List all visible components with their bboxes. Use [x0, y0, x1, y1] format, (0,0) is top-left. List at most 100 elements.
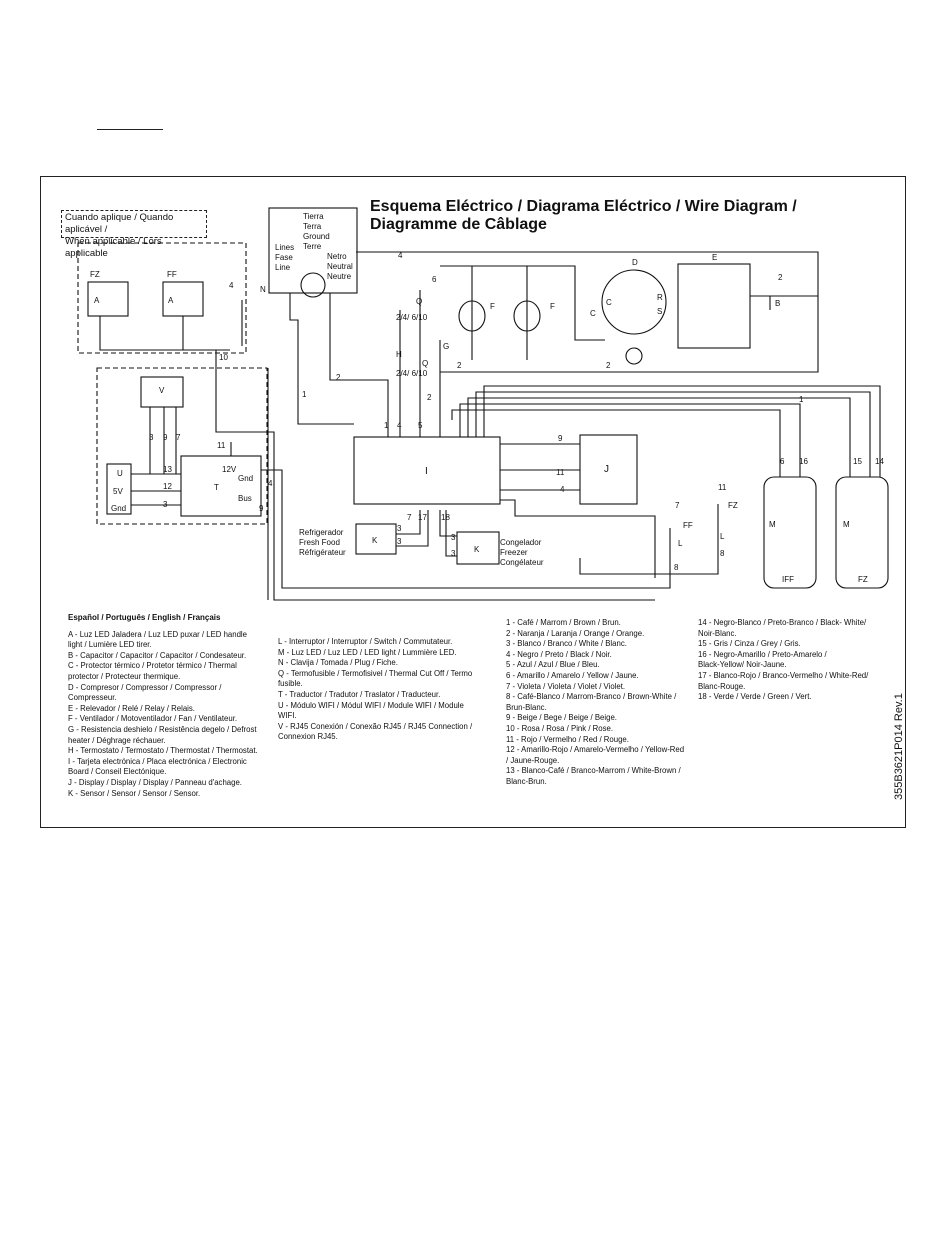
- wire-number: 18: [441, 513, 450, 522]
- legend-line: Blanc-Rouge.: [698, 681, 746, 691]
- legend-heading: Español / Português / English / Français: [68, 613, 221, 622]
- legend-line: M - Luz LED / Luz LED / LED light / Lumm…: [278, 647, 457, 657]
- label-12v: 12V: [222, 465, 237, 474]
- label-5v: 5V: [113, 487, 123, 496]
- legend-line: 1 - Café / Marrom / Brown / Brun.: [506, 618, 621, 627]
- label-switch-ff: FF: [683, 521, 693, 530]
- wifi-box: [106, 463, 132, 515]
- legend-line: fusible.: [278, 679, 303, 689]
- label-ground-4: Terre: [303, 242, 322, 251]
- wire-number: 1: [302, 390, 307, 399]
- wire-number: 3: [397, 537, 402, 546]
- label-iff: IFF: [782, 575, 794, 584]
- wire-number: 4: [398, 251, 403, 260]
- wire-number: 16: [799, 457, 808, 466]
- legend-line: Board / Conseil Electónique.: [68, 767, 167, 777]
- legend-line: 14 - Negro-Blanco / Preto-Branco / Black…: [698, 618, 867, 627]
- label-lines-3: Line: [275, 263, 291, 272]
- title-line-2: Diagramme de Câblage: [370, 216, 547, 233]
- legend-line: 6 - Amarillo / Amarelo / Yellow / Jaune.: [506, 670, 639, 680]
- legend-line: 18 - Verde / Verde / Green / Vert.: [698, 692, 812, 702]
- legend-col2: L - Interruptor / Interruptor / Switch /…: [278, 637, 472, 743]
- title-line-1: Esquema Eléctrico / Diagrama Eléctrico /…: [370, 198, 797, 215]
- legend-line: V - RJ45 Conexión / Conexão RJ45 / RJ45 …: [278, 721, 473, 731]
- wire-number: 8: [674, 563, 679, 572]
- legend-line: H - Termostato / Termostato / Thermostat…: [68, 746, 258, 756]
- label-switch-fz: FZ: [728, 501, 738, 510]
- legend-line: 9 - Beige / Bege / Beige / Beige.: [506, 713, 617, 723]
- label-neutral-3: Neutre: [327, 272, 352, 281]
- legend-line: G - Resistencia deshielo / Resistência d…: [68, 724, 257, 734]
- label-bus: Bus: [238, 494, 252, 503]
- legend-line: T - Traductor / Tradutor / Traslator / T…: [278, 689, 441, 699]
- legend-line: 5 - Azul / Azul / Blue / Bleu.: [506, 660, 600, 670]
- legend-line: C - Protector térmico / Protetor térmico…: [68, 661, 237, 671]
- wire-number: 3: [163, 500, 168, 509]
- legend-line: / Jaune-Rouge.: [506, 755, 560, 765]
- wire-number: 10: [219, 353, 228, 362]
- led-light-ff: [763, 476, 817, 589]
- legend-line: I - Tarjeta electrónica / Placa electrón…: [68, 756, 247, 766]
- legend-line: protector / Protecteur thermique.: [68, 671, 181, 681]
- legend-line: 15 - Gris / Cinza / Grey / Gris.: [698, 639, 801, 649]
- label-fan-f-1: F: [490, 302, 495, 311]
- legend-col3: 1 - Café / Marrom / Brown / Brun.2 - Nar…: [506, 618, 684, 788]
- legend-line: D - Compresor / Compressor / Compressor …: [68, 682, 222, 692]
- label-gnd-t: Gnd: [238, 474, 253, 483]
- wire-number: 13: [163, 465, 172, 474]
- legend-line: Blanc-Brun.: [506, 776, 547, 786]
- wire-number: 9: [558, 434, 563, 443]
- sensor-freezer: [456, 531, 500, 565]
- wire-number: 7: [176, 433, 181, 442]
- led-handle-fz: [87, 281, 129, 317]
- legend-line: F - Ventilador / Motoventilador / Fan / …: [68, 714, 238, 724]
- wire-number: 11: [217, 441, 226, 450]
- label-thermostat-h: H: [396, 350, 402, 359]
- legend-line: N - Clavija / Tomada / Plug / Fiche.: [278, 658, 398, 668]
- led-optional-area: [77, 242, 247, 354]
- label-ground-2: Terra: [303, 222, 322, 231]
- label-fz-top: FZ: [90, 270, 100, 279]
- wire-number: 9: [259, 504, 264, 513]
- label-led-a-2: A: [168, 296, 174, 305]
- legend-line: K - Sensor / Sensor / Sensor / Sensor.: [68, 788, 201, 798]
- label-wire-246-1: 2/4/ 6/10: [396, 313, 428, 322]
- wire-number: 2: [336, 373, 341, 382]
- legend-line: 16 - Negro-Amarillo / Preto-Amarelo /: [698, 649, 827, 659]
- label-neutral-2: Neutral: [327, 262, 353, 271]
- optional-note-line-2: When applicable / Lors applicable: [65, 236, 162, 259]
- revision-code: 355B3621P014 Rev.1: [893, 693, 905, 800]
- label-led-m-1: M: [769, 520, 776, 529]
- label-display-j: J: [604, 464, 609, 475]
- diagram-title: Esquema Eléctrico / Diagrama Eléctrico /…: [370, 198, 840, 234]
- label-compressor-c: C: [606, 298, 612, 307]
- wire-number: 7: [407, 513, 412, 522]
- wire-number: 4: [397, 421, 402, 430]
- label-fuse-q-1: Q: [416, 297, 422, 306]
- label-compressor-s: S: [657, 307, 662, 316]
- label-heater-g: G: [443, 342, 449, 351]
- label-switch-l-1: L: [678, 539, 683, 548]
- legend-line: Connexion RJ45.: [278, 732, 338, 742]
- wire-number: 6: [780, 457, 785, 466]
- legend-line: 7 - Violeta / Violeta / Violet / Violet.: [506, 681, 626, 691]
- legend-line: 17 - Blanco-Rojo / Branco-Vermelho / Whi…: [698, 670, 869, 680]
- label-ground-1: Tierra: [303, 212, 324, 221]
- legend-line: Black-Yellow/ Noir-Jaune.: [698, 660, 787, 670]
- optional-note: Cuando aplique / Quando aplicável / When…: [61, 210, 207, 259]
- label-compressor-r: R: [657, 293, 663, 302]
- plug-box: [268, 207, 358, 294]
- wire-number: 7: [675, 501, 680, 510]
- legend-components: Español / Português / English / Français…: [68, 613, 258, 799]
- label-translator-t: T: [214, 483, 219, 492]
- label-sensor-k-1: K: [372, 536, 378, 545]
- legend-line: 13 - Blanco-Café / Branco-Marrom / White…: [506, 766, 681, 776]
- wire-number: 15: [853, 457, 862, 466]
- wire-number: 11: [556, 468, 565, 477]
- wire-number: 2: [778, 273, 783, 282]
- legend-line: Compresseur.: [68, 693, 117, 703]
- wire-number: 12: [163, 482, 172, 491]
- wire-number: 14: [875, 457, 884, 466]
- relay-box: [677, 263, 751, 349]
